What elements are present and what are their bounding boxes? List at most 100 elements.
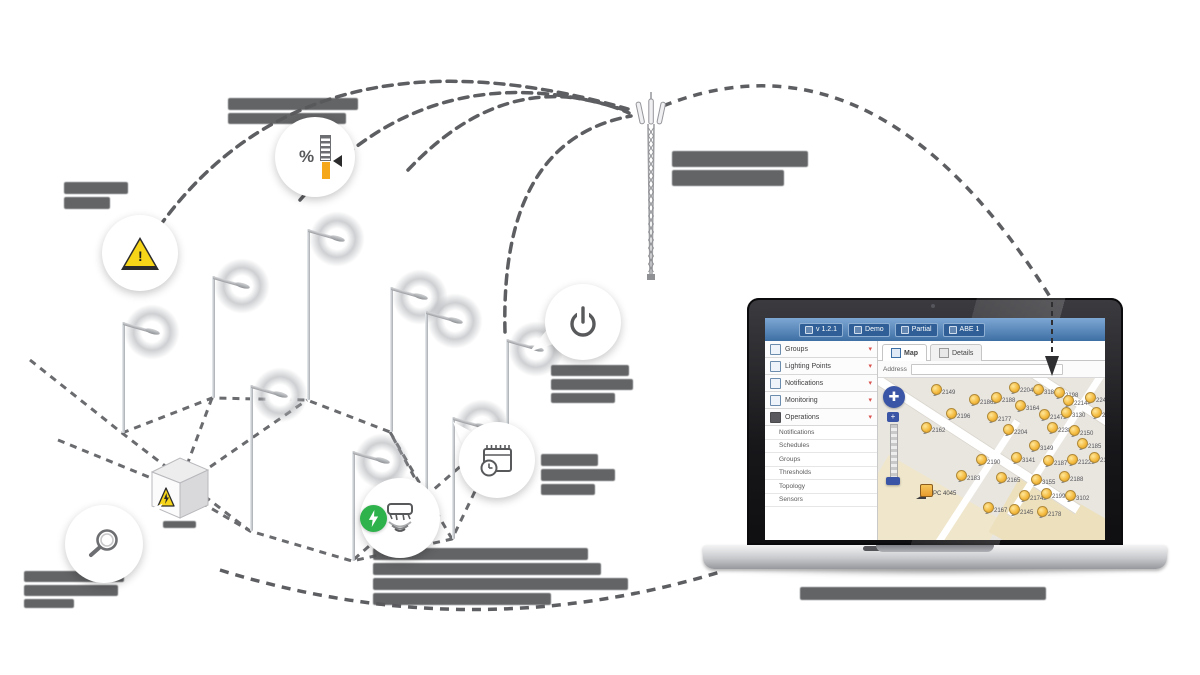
lamp-bulb-icon bbox=[1037, 506, 1048, 517]
map-canvas[interactable]: ✚ + 220431862198214921862188316422142244… bbox=[878, 378, 1105, 540]
operations-item-label: Topology bbox=[779, 482, 806, 490]
map-marker[interactable]: 2150 bbox=[1069, 425, 1093, 439]
lighting-points-icon bbox=[770, 360, 781, 372]
map-marker[interactable]: 2204 bbox=[1003, 424, 1027, 438]
lamp-bulb-icon bbox=[1063, 395, 1074, 406]
header-button-v-1-2-1[interactable]: v 1.2.1 bbox=[799, 322, 844, 337]
sidebar-section-lighting-points[interactable]: Lighting Points▾ bbox=[765, 358, 877, 375]
operations-item-topology[interactable]: Topology bbox=[765, 480, 877, 494]
map-marker[interactable]: 3102 bbox=[1065, 490, 1089, 504]
tab-label: Map bbox=[904, 349, 918, 357]
map-marker[interactable]: 2188 bbox=[991, 392, 1015, 406]
lid-notch bbox=[876, 545, 994, 552]
redacted-text-line bbox=[551, 365, 629, 376]
marker-label: 2162 bbox=[932, 428, 946, 434]
operations-item-groups[interactable]: Groups bbox=[765, 453, 877, 467]
lamp-bulb-icon bbox=[1015, 400, 1026, 411]
map-marker[interactable]: 2187 bbox=[1043, 455, 1067, 469]
marker-label: 3155 bbox=[1042, 480, 1056, 486]
map-marker[interactable]: 2199 bbox=[1041, 488, 1065, 502]
lamp-bulb-icon bbox=[931, 384, 942, 395]
map-marker[interactable]: 2204 bbox=[1009, 382, 1033, 396]
address-input[interactable] bbox=[910, 363, 1063, 375]
tab-details[interactable]: Details bbox=[930, 344, 983, 361]
map-marker[interactable]: 3149 bbox=[1029, 440, 1053, 454]
map-marker[interactable]: 2174 bbox=[1019, 490, 1043, 504]
operations-item-notifications[interactable]: Notifications bbox=[765, 426, 877, 440]
note-switching bbox=[551, 365, 633, 406]
map-marker[interactable]: 3164 bbox=[1015, 400, 1039, 414]
operations-item-schedules[interactable]: Schedules bbox=[765, 440, 877, 453]
map-marker[interactable]: 2214 bbox=[1063, 395, 1087, 409]
button-glyph-icon bbox=[805, 325, 813, 334]
marker-label: 2204 bbox=[1014, 430, 1028, 436]
map-marker[interactable]: 2177 bbox=[987, 411, 1011, 425]
lamp-bulb-icon bbox=[1047, 422, 1058, 433]
map-marker[interactable]: 2238 bbox=[1047, 422, 1071, 436]
map-marker[interactable]: 2149 bbox=[931, 384, 955, 398]
map-marker[interactable]: 3186 bbox=[1033, 384, 1057, 398]
redacted-text-line bbox=[163, 521, 196, 528]
map-marker[interactable]: 2165 bbox=[996, 472, 1020, 486]
lamp-bulb-icon bbox=[1043, 455, 1054, 466]
map-marker[interactable]: 2122 bbox=[1067, 454, 1091, 468]
map-marker[interactable]: 2188 bbox=[1059, 471, 1083, 485]
lamp-bulb-icon bbox=[1065, 490, 1076, 501]
marker-label: 2204 bbox=[1020, 388, 1034, 394]
sidebar-section-operations[interactable]: Operations▾ bbox=[765, 409, 877, 426]
map-marker[interactable]: 2190 bbox=[976, 454, 1000, 468]
header-button-abe-1[interactable]: ABE 1 bbox=[942, 322, 986, 337]
redacted-text-line bbox=[373, 563, 601, 575]
operations-item-label: Thresholds bbox=[779, 469, 812, 477]
marker-label: 2149 bbox=[942, 390, 956, 396]
zoom-slider-handle[interactable] bbox=[886, 477, 900, 485]
lamp-bulb-icon bbox=[1069, 425, 1080, 436]
redacted-text-line bbox=[373, 593, 551, 605]
map-marker[interactable]: 3130 bbox=[1061, 407, 1085, 421]
map-pan-control[interactable]: ✚ bbox=[883, 386, 905, 408]
map-marker[interactable]: 3155 bbox=[1031, 474, 1055, 488]
zoom-in-button[interactable]: + bbox=[887, 412, 899, 422]
map-marker[interactable]: 2162 bbox=[921, 422, 945, 436]
lamp-bulb-icon bbox=[946, 408, 957, 419]
map-marker[interactable]: 3141 bbox=[1011, 452, 1035, 466]
lamp-bulb-icon bbox=[1033, 384, 1044, 395]
high-voltage-sticker bbox=[157, 487, 175, 507]
lamp-bulb-icon bbox=[1011, 452, 1022, 463]
map-marker[interactable]: 2186 bbox=[969, 394, 993, 408]
sidebar-section-notifications[interactable]: Notifications▾ bbox=[765, 375, 877, 392]
button-glyph-icon bbox=[900, 325, 909, 334]
header-button-demo[interactable]: Demo bbox=[848, 322, 890, 337]
redacted-text-line bbox=[541, 454, 598, 466]
lamp-bulb-icon bbox=[1031, 474, 1042, 485]
operations-item-sensors[interactable]: Sensors bbox=[765, 494, 877, 507]
marker-label: 3130 bbox=[1072, 413, 1086, 419]
operations-item-label: Sensors bbox=[779, 496, 803, 504]
sidebar-section-monitoring[interactable]: Monitoring▾ bbox=[765, 392, 877, 409]
zoom-slider-track[interactable] bbox=[890, 424, 898, 480]
header-button-partial[interactable]: Partial bbox=[894, 322, 938, 337]
map-marker[interactable]: 2167 bbox=[983, 502, 1007, 516]
map-marker[interactable]: 2147 bbox=[1039, 409, 1063, 423]
map-marker[interactable]: 2156 bbox=[1089, 452, 1105, 466]
chevron-down-icon: ▾ bbox=[868, 380, 872, 387]
redacted-text-line bbox=[64, 197, 110, 209]
tab-map[interactable]: Map bbox=[882, 344, 927, 361]
monitoring-icon bbox=[770, 394, 781, 406]
redacted-text-line bbox=[64, 182, 128, 194]
map-marker[interactable]: 2196 bbox=[946, 408, 970, 422]
marker-label: 2186 bbox=[980, 400, 994, 406]
map-marker[interactable]: 2145 bbox=[1009, 504, 1033, 518]
sidebar-section-groups[interactable]: Groups▾ bbox=[765, 341, 877, 358]
map-marker[interactable]: 2183 bbox=[956, 470, 980, 484]
operations-item-thresholds[interactable]: Thresholds bbox=[765, 467, 877, 480]
marker-label: 3102 bbox=[1076, 496, 1090, 502]
marker-label: 3186 bbox=[1044, 390, 1058, 396]
note-cabinet bbox=[163, 521, 196, 531]
cabinet-marker[interactable]: PC 4045 bbox=[916, 484, 956, 500]
map-marker[interactable]: 2169 bbox=[1091, 407, 1105, 421]
map-marker[interactable]: 2244 bbox=[1085, 392, 1105, 406]
lamp-bulb-icon bbox=[983, 502, 994, 513]
map-marker[interactable]: 2178 bbox=[1037, 506, 1061, 520]
map-marker[interactable]: 2185 bbox=[1077, 438, 1101, 452]
